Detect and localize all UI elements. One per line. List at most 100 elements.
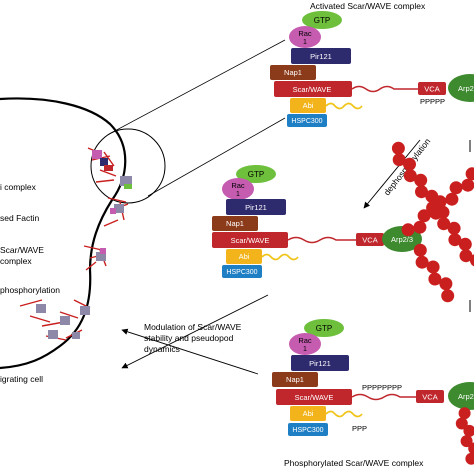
rac-oval <box>222 178 254 200</box>
abi-tail <box>325 410 363 418</box>
arrow-modulation <box>121 328 259 375</box>
hspc-box <box>287 114 327 127</box>
vca-label: VCA <box>362 236 377 245</box>
abi-label: Abi <box>303 409 314 418</box>
actin-bead <box>468 442 474 455</box>
rac-label: Rac <box>298 336 312 345</box>
gtp-oval <box>304 319 344 337</box>
actin-bead <box>460 435 473 448</box>
arp-label: Arp2/3 <box>391 235 413 244</box>
label-phosphorylation: phosphorylation <box>0 285 60 295</box>
hspc-label: HSPC300 <box>226 269 257 276</box>
pir121-box <box>291 48 351 64</box>
actin-bead <box>458 407 471 420</box>
ppp-label: PPP <box>352 424 367 433</box>
arrow-dephosphorylation <box>363 139 421 209</box>
actin-bead <box>415 255 429 269</box>
label-factin: sed Factin <box>0 213 39 223</box>
complex-phosphorylated: GTP Rac 1 Pir121 Nap1 Scar/WAVE Abi PPP … <box>272 319 474 436</box>
gtp-label: GTP <box>314 16 330 25</box>
actin-bead <box>429 206 443 220</box>
actin-bead <box>439 277 453 291</box>
hspc-label: HSPC300 <box>292 427 323 434</box>
nap1-label: Nap1 <box>286 375 304 384</box>
cell-complexes <box>36 150 132 339</box>
zoom-line-top <box>110 39 286 134</box>
actin-bead <box>414 173 428 187</box>
pir121-box <box>226 199 286 215</box>
actin-bead <box>415 185 428 199</box>
abi-tail <box>325 102 363 110</box>
hspc-box <box>222 265 262 278</box>
abi-box <box>290 406 326 421</box>
pir121-label: Pir121 <box>245 203 267 212</box>
vca-label: VCA <box>424 85 439 94</box>
gtp-oval <box>302 11 342 29</box>
rac-oval <box>289 26 321 48</box>
vca-box <box>416 390 444 403</box>
nap1-label: Nap1 <box>284 68 302 77</box>
rac-label: Rac <box>298 29 312 38</box>
rac-sub: 1 <box>303 346 307 353</box>
actin-bead <box>445 192 459 206</box>
rac-sub: 1 <box>303 39 307 46</box>
actin-bead <box>426 260 440 274</box>
actin-bead <box>401 223 415 237</box>
actin-bead <box>465 167 474 181</box>
arp-label: Arp2/ <box>458 392 474 401</box>
rac-sub: 1 <box>236 191 240 198</box>
actin-bead <box>413 243 427 257</box>
vca-label: VCA <box>422 393 437 402</box>
actin-bead <box>403 169 417 183</box>
actin-fragment-bottom <box>455 407 474 465</box>
actin-bead <box>465 452 474 465</box>
actin-bead <box>392 153 406 167</box>
actin-bead <box>469 254 474 267</box>
actin-bead <box>449 181 463 195</box>
abi-label: Abi <box>303 101 314 110</box>
scar-linker <box>287 236 356 244</box>
hspc-box <box>288 423 328 436</box>
nap1-box <box>272 372 318 387</box>
abi-tail <box>261 253 299 261</box>
gtp-oval <box>236 165 276 183</box>
modulation-line-3: dynamics <box>144 344 180 354</box>
actin-bead <box>461 178 474 192</box>
label-scarwave-complex: complex <box>0 256 32 266</box>
pir121-label: Pir121 <box>309 359 331 368</box>
scar-box <box>212 232 288 248</box>
zoom-line-bottom <box>147 117 286 197</box>
arrow-to-cell-lower <box>121 294 269 369</box>
actin-bead <box>447 221 461 235</box>
arp-oval <box>448 382 474 410</box>
cell-outline <box>0 97 127 370</box>
rac-oval <box>289 333 321 355</box>
scar-label: Scar/WAVE <box>295 393 334 402</box>
vca-box <box>356 233 384 246</box>
scar-linker <box>351 393 416 401</box>
actin-bead <box>458 237 472 251</box>
actin-bead <box>463 424 474 437</box>
activated-title: Activated Scar/WAVE complex <box>310 1 426 11</box>
label-migrating-cell: igrating cell <box>0 374 43 384</box>
label-complex: i complex <box>0 182 37 192</box>
ppppp-label: PPPPP <box>420 97 445 106</box>
actin-bead <box>403 157 416 171</box>
actin-bead <box>428 272 442 286</box>
complex-activated: GTP Rac 1 Pir121 Nap1 Scar/WAVE Abi HSPC… <box>270 11 474 127</box>
modulation-line-2: stability and pseudopod <box>144 333 234 343</box>
actin-bead <box>459 249 473 263</box>
abi-box <box>290 98 326 113</box>
complex-dephosphorylated: GTP Rac 1 Pir121 Nap1 Scar/WAVE Abi HSPC… <box>212 165 422 278</box>
magnifier-circle <box>90 128 166 204</box>
actin-bead <box>413 220 427 234</box>
hspc-label: HSPC300 <box>291 118 322 125</box>
scar-linker <box>351 85 418 93</box>
actin-bead <box>417 209 431 223</box>
actin-bead <box>391 141 405 155</box>
arp-oval <box>448 74 474 102</box>
actin-bead <box>437 217 451 231</box>
pppppppp-label: PPPPPPPP <box>362 383 402 392</box>
label-scarwave: Scar/WAVE <box>0 245 44 255</box>
